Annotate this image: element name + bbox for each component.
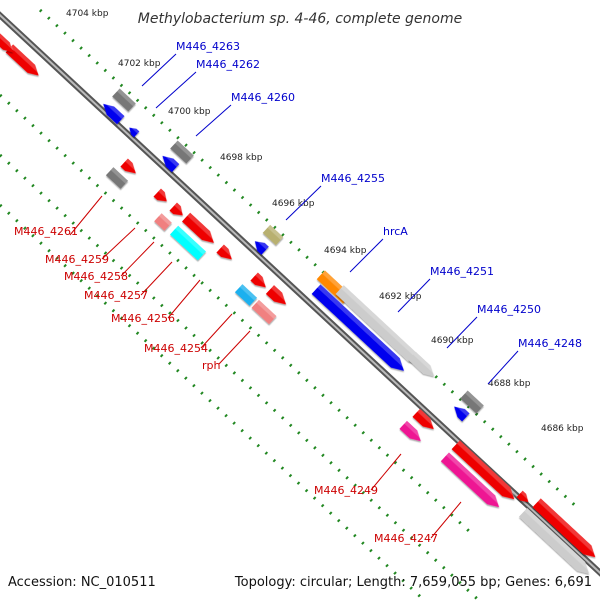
callout-leader (141, 53, 177, 87)
gene-label-forward: M446_4250 (477, 303, 541, 316)
gene-label-reverse: rph (202, 359, 221, 372)
gene-label-reverse: M446_4249 (314, 484, 378, 497)
gene-arrow-red (181, 212, 216, 243)
gene-arrow-red (516, 490, 530, 503)
gene-arrow-magenta (440, 452, 501, 508)
callout-leader (200, 313, 233, 349)
callout-leader (101, 227, 136, 260)
callout-leader (140, 261, 173, 296)
gene-box-skyblue (234, 284, 258, 306)
callout-leader (370, 453, 402, 491)
gene-label-reverse: M446_4254 (144, 342, 208, 355)
gene-box-gray (112, 88, 136, 112)
gene-label-forward: M446_4263 (176, 40, 240, 53)
gene-features (0, 28, 597, 574)
callout-leader (397, 278, 431, 313)
gene-arrow-red (169, 202, 184, 216)
gene-label-forward: M446_4251 (430, 265, 494, 278)
kbp-tick-label: 4702 kbp (118, 59, 161, 69)
callout-leader (167, 279, 201, 319)
gene-label-reverse: M446_4247 (374, 532, 438, 545)
gene-arrow-blue (254, 240, 269, 255)
gene-arrow-lightgray (518, 507, 591, 574)
gene-box-olive (262, 224, 284, 246)
kbp-tick-label: 4698 kbp (220, 153, 263, 163)
gene-arrow-red (216, 244, 233, 260)
gene-arrow-lightgray (335, 285, 422, 365)
callout-leader (349, 238, 384, 273)
gene-arrow-blue (103, 102, 125, 125)
kbp-tick-labels: 4704 kbp 4702 kbp 4700 kbp 4698 kbp 4696 kbp… (66, 9, 584, 434)
gene-label-reverse: M446_4258 (64, 270, 128, 283)
gene-box-salmon (154, 213, 172, 231)
kbp-tick-label: 4690 kbp (431, 336, 474, 346)
callout-leader (446, 316, 478, 349)
gene-arrow-red (5, 44, 40, 76)
callout-leader (487, 350, 519, 385)
kbp-tick-label: 4688 kbp (488, 379, 531, 389)
gene-arrow-red (451, 440, 516, 500)
gene-arrow-red (153, 188, 168, 202)
kbp-tick-label: 4700 kbp (168, 107, 211, 117)
gene-arrow-red (265, 285, 288, 305)
callout-leader (430, 501, 462, 539)
kbp-tick-label: 4694 kbp (324, 246, 367, 256)
callout-leader (69, 195, 103, 236)
gene-label-forward: M446_4255 (321, 172, 385, 185)
gene-box-gray (460, 390, 484, 414)
gene-box-gray (105, 167, 129, 189)
kbp-tick-label: 4686 kbp (541, 424, 584, 434)
gene-label-reverse: M446_4261 (14, 225, 78, 238)
gene-label-reverse: M446_4257 (84, 289, 148, 302)
kbp-tick-label: 4692 kbp (379, 292, 422, 302)
tick-guide-line (0, 153, 481, 600)
gene-box-cyan (169, 225, 207, 261)
kbp-tick-label: 4704 kbp (66, 9, 109, 19)
tick-guides (0, 8, 582, 600)
accession-text: Accession: NC_010511 (8, 575, 156, 590)
callout-leader (218, 330, 251, 365)
map-title: Methylobacterium sp. 4-46, complete geno… (138, 11, 462, 27)
gene-label-reverse: M446_4259 (45, 253, 109, 266)
gene-arrow-blue (162, 154, 180, 173)
gene-arrow-blue (129, 126, 140, 138)
gene-arrow-red (412, 408, 435, 430)
topology-text: Topology: circular; Length: 7,659,055 bp… (234, 575, 592, 590)
gene-arrow-magenta (399, 420, 422, 442)
gene-arrow-red (250, 272, 267, 288)
callout-leader (285, 185, 322, 221)
gene-label-forward: hrcA (383, 225, 408, 238)
kbp-tick-label: 4696 kbp (272, 199, 315, 209)
gene-arrow-blue (454, 405, 470, 422)
gene-arrow-red (120, 158, 137, 174)
gene-label-forward: M446_4260 (231, 91, 295, 104)
callout-leader (120, 241, 155, 277)
gene-arrow-red (0, 28, 15, 53)
gene-box-gray (170, 140, 194, 164)
callout-leader (155, 71, 197, 109)
tick-guide-line (38, 8, 582, 512)
gene-label-reverse: M446_4256 (111, 312, 175, 325)
tick-guide-line (0, 93, 472, 534)
gene-label-forward: M446_4248 (518, 337, 582, 350)
gene-arrow-blue (311, 284, 406, 371)
gene-arrow-lightgray (408, 351, 436, 377)
tick-guide-line (0, 203, 427, 600)
gene-box-salmon (251, 299, 277, 325)
callout-leader (195, 104, 232, 137)
gene-label-forward: M446_4262 (196, 58, 260, 71)
gene-arrow-red (532, 498, 597, 558)
